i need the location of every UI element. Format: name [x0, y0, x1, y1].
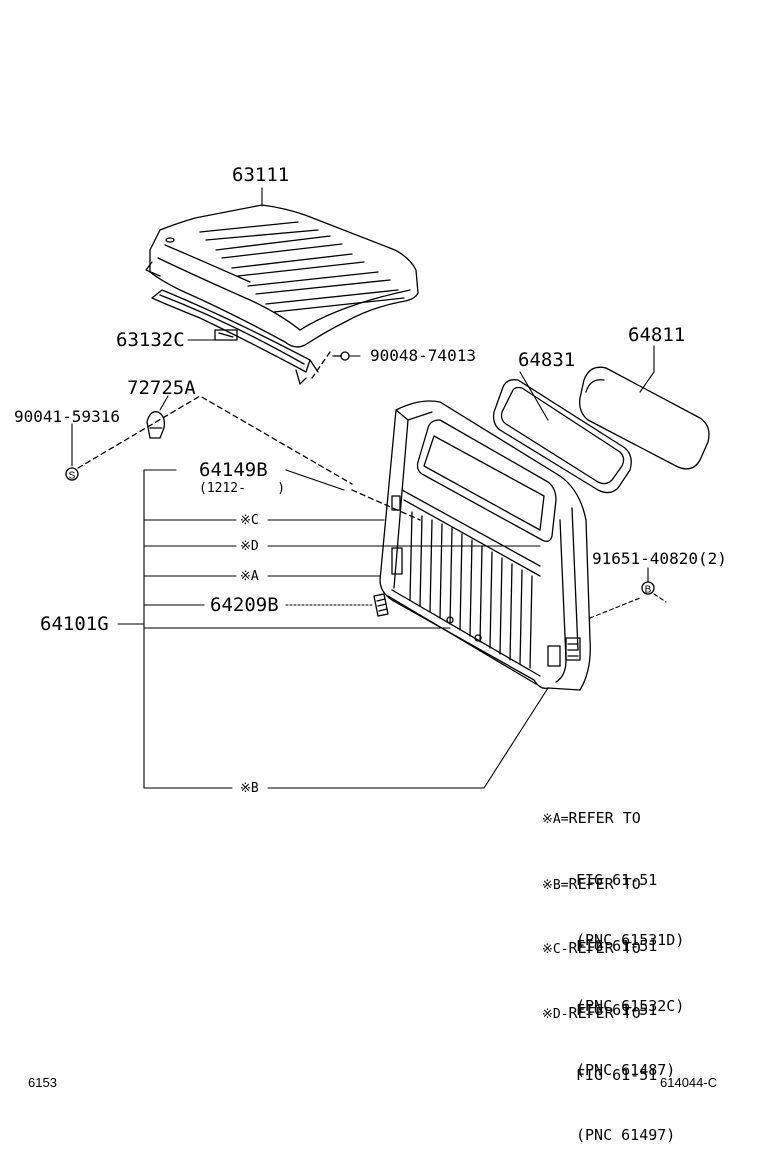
clip-dashed-leader [77, 395, 353, 485]
marker-b-text: B [645, 585, 652, 596]
screw-marker-s [65, 467, 79, 481]
header-rail-drawing [151, 289, 319, 385]
note-line: (PNC 61532C) [576, 997, 685, 1015]
note-ref-d: ※D-REFER TO FIG 61-51 (PNC 61497) [542, 963, 675, 1165]
note-line: (PNC 61487) [576, 1061, 676, 1079]
label-64149b-note: (1212- ) [199, 481, 286, 496]
note-ref-a: ※A=REFER TO FIG 61-51 (PNC 61531D) [542, 768, 684, 970]
note-line: FIG 61-51 [576, 1001, 658, 1019]
screw-90048-drawing [332, 351, 350, 361]
back-panel-drawing [379, 400, 591, 691]
ref-c-marker: ※C [240, 513, 259, 528]
note-line: FIG 61-51 [576, 871, 658, 889]
footer-figure-number: 6153 [28, 1075, 57, 1090]
note-line: (PNC 61497) [576, 1126, 676, 1144]
note-ref-b: ※B=REFER TO FIG 61-51 (PNC 61532C) [542, 834, 684, 1036]
note-mark: ※B= [542, 878, 569, 893]
label-91651-40820: 91651-40820(2) [592, 549, 727, 568]
weatherstrip-64831-drawing [492, 379, 632, 494]
label-64811: 64811 [628, 324, 686, 346]
marker-s-text: S [69, 471, 76, 482]
label-64209b: 64209B [210, 594, 279, 616]
label-63111: 63111 [232, 164, 290, 186]
note-line: FIG 61-51 [576, 1066, 658, 1084]
parts-diagram: S B [65, 187, 710, 789]
note-mark: ※C- [542, 942, 569, 957]
glass-64811-drawing [579, 366, 710, 470]
label-64101g: 64101G [40, 613, 109, 635]
ref-a-marker: ※A [240, 569, 259, 584]
leader-lines [71, 187, 667, 789]
label-63132c: 63132C [116, 329, 185, 351]
note-line: REFER TO [568, 1004, 641, 1022]
ref-d-marker: ※D [240, 539, 259, 554]
note-line: REFER TO [568, 875, 641, 893]
label-90041-59316: 90041-59316 [14, 407, 120, 426]
note-line: FIG 61-51 [576, 937, 658, 955]
note-line: REFER TO [568, 809, 641, 827]
ref-b-marker: ※B [240, 781, 259, 796]
label-64149b: 64149B [199, 459, 268, 481]
screw-leader [311, 351, 331, 379]
clip-72725a-drawing [146, 411, 166, 439]
roof-panel-drawing [145, 204, 419, 348]
footer-drawing-code: 614044-C [660, 1075, 718, 1090]
label-90048-74013: 90048-74013 [370, 346, 476, 365]
note-line: REFER TO [568, 939, 641, 957]
note-mark: ※A= [542, 812, 569, 827]
note-mark: ※D- [542, 1007, 569, 1022]
note-line: (PNC 61531D) [576, 931, 685, 949]
part-64209b-drawing [373, 593, 389, 617]
label-64831: 64831 [518, 349, 576, 371]
label-72725a: 72725A [127, 377, 196, 399]
note-ref-c: ※C-REFER TO FIG 61-51 (PNC 61487) [542, 898, 675, 1100]
